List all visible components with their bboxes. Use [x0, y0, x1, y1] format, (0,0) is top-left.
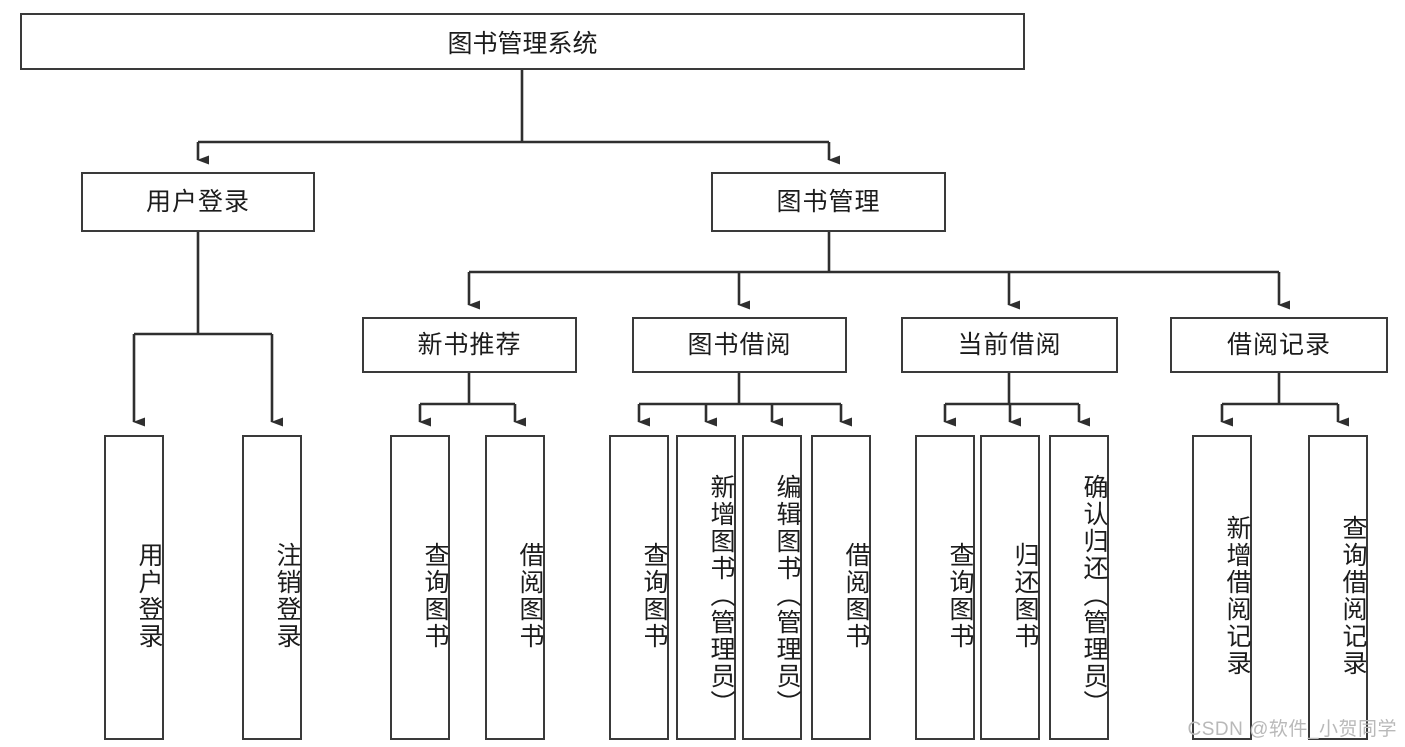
node-borrow-record[interactable]: 借阅记录: [1170, 317, 1388, 373]
leaf-user-login-logout[interactable]: 注销登录: [242, 435, 302, 740]
node-label: 当前借阅: [957, 331, 1062, 359]
csdn-watermark: CSDN @软件_小贺同学: [1187, 719, 1397, 740]
node-label: 新书推荐: [417, 331, 522, 359]
node-label: 用户登录: [135, 541, 163, 650]
node-label: 确认归还（管理员）: [1080, 474, 1108, 717]
node-current-borrow[interactable]: 当前借阅: [901, 317, 1118, 373]
node-label: 借阅图书: [842, 541, 870, 650]
node-label: 查询图书: [640, 541, 668, 650]
leaf-current-query-book[interactable]: 查询图书: [915, 435, 975, 740]
node-label: 图书管理系统: [447, 29, 598, 58]
leaf-recommend-borrow-book[interactable]: 借阅图书: [485, 435, 545, 740]
node-label: 查询图书: [421, 541, 449, 650]
leaf-borrow-borrow-book[interactable]: 借阅图书: [811, 435, 871, 740]
node-label: 图书借阅: [687, 331, 792, 359]
node-book-borrow[interactable]: 图书借阅: [632, 317, 847, 373]
leaf-record-add-record[interactable]: 新增借阅记录: [1192, 435, 1252, 740]
node-label: 编辑图书（管理员）: [773, 474, 801, 717]
node-label: 用户登录: [145, 188, 250, 216]
node-book-management[interactable]: 图书管理: [711, 172, 946, 232]
node-user-login[interactable]: 用户登录: [81, 172, 315, 232]
leaf-record-query-record[interactable]: 查询借阅记录: [1308, 435, 1368, 740]
node-label: 图书管理: [776, 188, 881, 216]
node-new-book-recommend[interactable]: 新书推荐: [362, 317, 577, 373]
leaf-recommend-query-book[interactable]: 查询图书: [390, 435, 450, 740]
leaf-borrow-query-book[interactable]: 查询图书: [609, 435, 669, 740]
leaf-user-login-login[interactable]: 用户登录: [104, 435, 164, 740]
leaf-borrow-edit-book[interactable]: 编辑图书（管理员）: [742, 435, 802, 740]
node-label: 借阅记录: [1226, 331, 1331, 359]
leaf-borrow-add-book[interactable]: 新增图书（管理员）: [676, 435, 736, 740]
node-label: 新增借阅记录: [1223, 514, 1251, 677]
leaf-current-return-book[interactable]: 归还图书: [980, 435, 1040, 740]
node-label: 查询图书: [946, 541, 974, 650]
leaf-current-confirm-return[interactable]: 确认归还（管理员）: [1049, 435, 1109, 740]
node-label: 归还图书: [1011, 541, 1039, 650]
node-label: 借阅图书: [516, 541, 544, 650]
node-label: 新增图书（管理员）: [707, 474, 735, 717]
node-label: 注销登录: [273, 541, 301, 650]
node-root-system[interactable]: 图书管理系统: [20, 13, 1025, 70]
node-label: 查询借阅记录: [1339, 514, 1367, 677]
